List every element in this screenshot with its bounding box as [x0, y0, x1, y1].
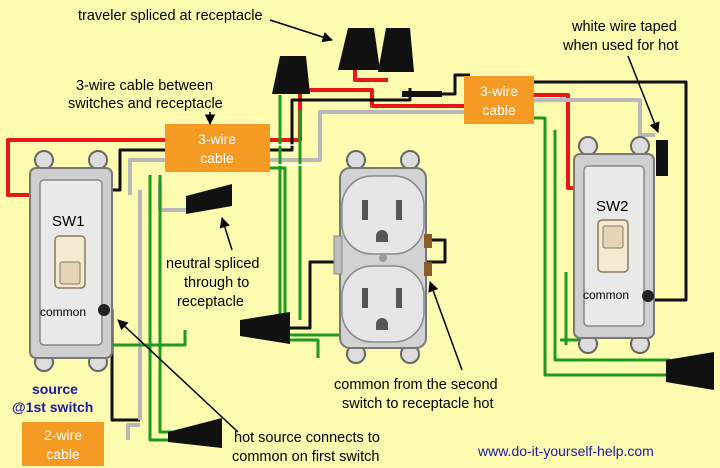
white-tape [656, 140, 668, 176]
label-white-taped-1: white wire taped [571, 19, 677, 35]
ground-wires [100, 95, 670, 442]
sw1-common-label: common [40, 305, 86, 319]
receptacle-top-screw-left [346, 150, 366, 170]
label-traveler: traveler spliced at receptacle [78, 8, 263, 24]
black-tape [402, 91, 442, 97]
sw2-common-screw [642, 290, 654, 302]
cable-box-right-line1: 3-wire [480, 83, 518, 99]
cable-box-right: 3-wire cable [464, 76, 534, 124]
receptacle-silver-tab [333, 235, 343, 275]
cable-sheath-lines [270, 144, 316, 166]
label-three-wire-between-1: 3-wire cable between [76, 78, 213, 94]
receptacle-brass-tab-bottom [424, 262, 432, 276]
sw2-top-screw-right [630, 136, 650, 156]
cable-box-left: 3-wire cable [165, 124, 270, 172]
wire-nut-traveler-right [378, 28, 414, 72]
cable-box-left-line2: cable [200, 150, 234, 166]
label-three-wire-between-2: switches and receptacle [68, 96, 223, 112]
label-hot-source-2: common on first switch [232, 449, 379, 465]
neutral-wires [126, 98, 655, 440]
receptacle [333, 150, 432, 364]
switch-sw1: SW1 common [29, 150, 113, 372]
wire-nut-traveler-left [272, 56, 310, 94]
leader-common-second [428, 281, 463, 371]
receptacle-top-screw-right [400, 150, 420, 170]
wire-nut-source [168, 418, 222, 448]
label-neutral-1: neutral spliced [166, 256, 260, 272]
label-neutral-2: through to [184, 275, 249, 291]
receptacle-brass-tab-top [424, 234, 432, 248]
wires [6, 64, 688, 442]
receptacle-lower-face [341, 265, 425, 343]
label-neutral-3: receptacle [177, 294, 244, 310]
cable-box-source-line1: 2-wire [44, 427, 82, 443]
label-source-2: @1st switch [12, 399, 93, 415]
wire-nut-neutral [186, 184, 232, 214]
cable-box-source-line2: cable [46, 446, 80, 462]
sw2-top-screw-left [578, 136, 598, 156]
cable-box-source: 2-wire cable [22, 422, 104, 466]
wire-nut-right [666, 352, 714, 390]
leader-neutral [219, 216, 233, 251]
sw2-label: SW2 [596, 198, 629, 215]
cable-box-left-line1: 3-wire [198, 131, 236, 147]
label-source-1: source [32, 381, 78, 397]
leader-lines [117, 19, 660, 433]
label-hot-source-1: hot source connects to [234, 430, 380, 446]
wire-nut-traveler-mid [338, 28, 380, 70]
cable-box-right-line2: cable [482, 102, 516, 118]
sw1-label: SW1 [52, 213, 85, 230]
label-white-taped-2: when used for hot [562, 38, 678, 54]
label-common-second-2: switch to receptacle hot [342, 396, 494, 412]
switch-sw2: SW2 common [573, 136, 655, 354]
leader-hot-source [117, 319, 239, 433]
sw1-top-screw-left [34, 150, 54, 170]
wire-nut-common-mid [240, 312, 290, 344]
sw1-top-screw-right [88, 150, 108, 170]
wire-nuts [168, 28, 714, 448]
leader-traveler [269, 19, 333, 43]
label-url[interactable]: www.do-it-yourself-help.com [477, 443, 654, 459]
leader-white-taped [627, 55, 660, 133]
sw2-common-label: common [583, 288, 629, 302]
receptacle-upper-face [341, 175, 425, 255]
label-common-second-1: common from the second [334, 377, 498, 393]
labels: traveler spliced at receptacle 3-wire ca… [12, 8, 678, 465]
sw1-common-screw [98, 304, 110, 316]
